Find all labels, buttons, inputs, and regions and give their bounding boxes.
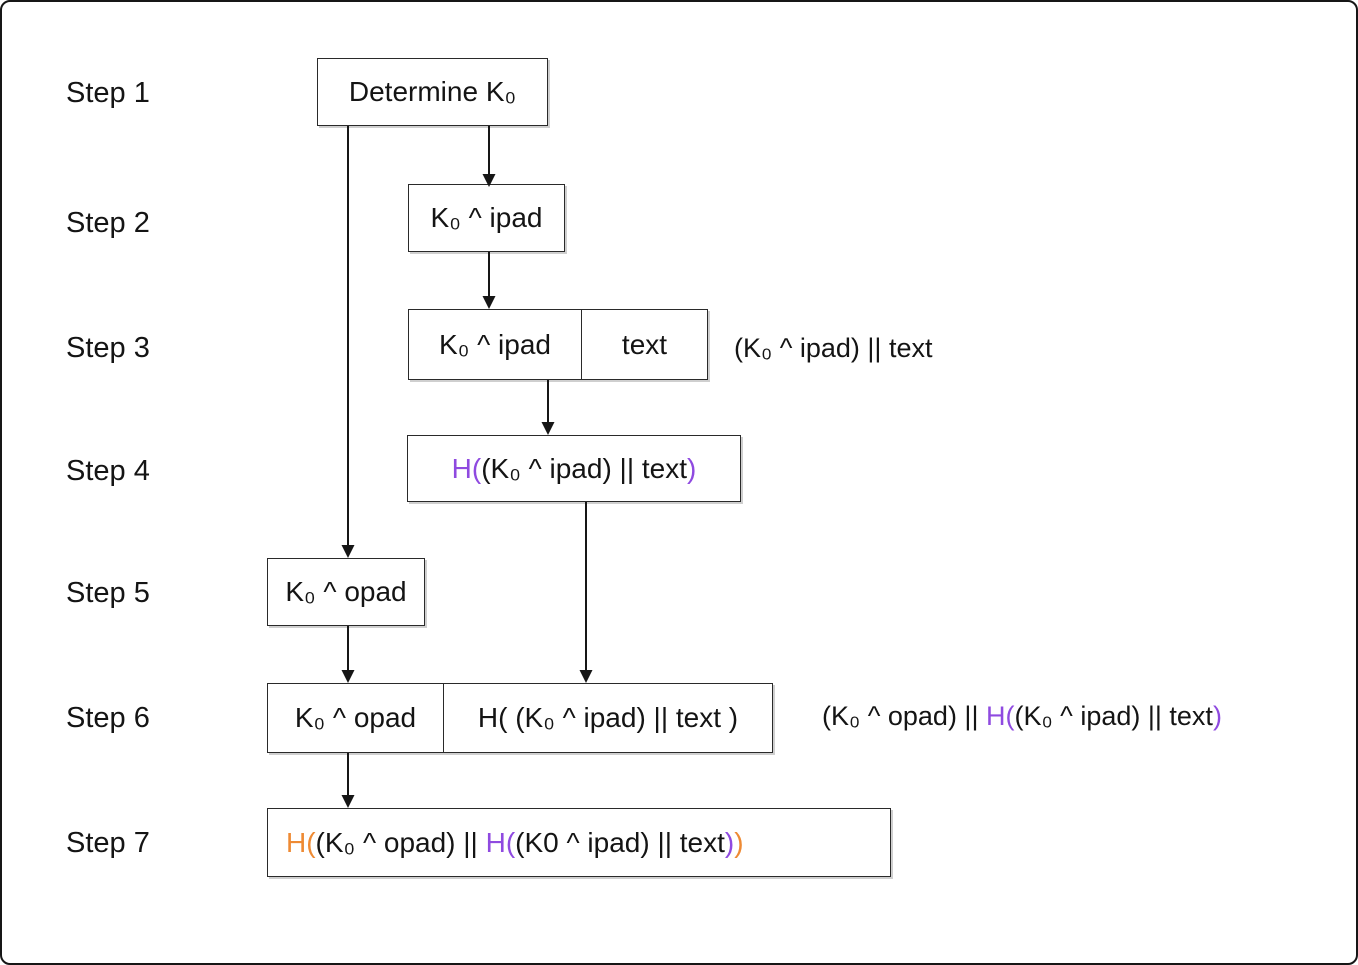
node-k0-xor-ipad: K₀ ^ ipad: [408, 184, 565, 252]
step-label-3: Step 3: [66, 332, 150, 364]
node-k0-xor-opad-label: K₀ ^ opad: [285, 576, 407, 607]
node-k0-ipad-concat-text: K₀ ^ ipad text: [408, 309, 708, 380]
node-hash-outer-label: H((K₀ ^ opad) || H((K0 ^ ipad) || text)): [286, 826, 744, 858]
cell-text-label: text: [621, 328, 668, 360]
annotation-step6-concat: (K₀ ^ opad) || H((K₀ ^ ipad) || text): [822, 701, 1222, 731]
cell-text: text: [581, 310, 707, 379]
step-label-4: Step 4: [66, 455, 150, 487]
step-label-6: Step 6: [66, 702, 150, 734]
node-determine-k0: Determine K₀: [317, 58, 548, 126]
step-label-7: Step 7: [66, 827, 150, 859]
step-label-5: Step 5: [66, 577, 150, 609]
node-k0-xor-opad: K₀ ^ opad: [267, 558, 425, 626]
cell-hash-inner-label: H( (K₀ ^ ipad) || text ): [477, 702, 739, 733]
cell-k0-xor-ipad-label: K₀ ^ ipad: [439, 328, 551, 360]
arrow-step3-to-step4: [541, 380, 555, 435]
arrow-step4-to-step6: [579, 502, 593, 683]
cell-k0-xor-opad-label: K₀ ^ opad: [294, 702, 417, 733]
annotation-step3-concat: (K₀ ^ ipad) || text: [734, 333, 933, 363]
cell-k0-xor-ipad: K₀ ^ ipad: [409, 310, 581, 379]
cell-hash-inner: H( (K₀ ^ ipad) || text ): [443, 684, 772, 752]
arrow-step1-to-step2: [482, 126, 496, 187]
step-label-2: Step 2: [66, 207, 150, 239]
arrow-step2-to-step3: [482, 252, 496, 309]
cell-k0-xor-opad: K₀ ^ opad: [268, 684, 443, 752]
arrow-step5-to-step6: [341, 626, 355, 683]
node-k0-opad-concat-hash: K₀ ^ opad H( (K₀ ^ ipad) || text ): [267, 683, 773, 753]
step-label-1: Step 1: [66, 77, 150, 109]
node-hash-inner-label: H((K₀ ^ ipad) || text): [451, 452, 697, 484]
node-k0-xor-ipad-label: K₀ ^ ipad: [430, 202, 543, 233]
node-hash-inner: H((K₀ ^ ipad) || text): [407, 435, 741, 502]
arrow-step6-to-step7: [341, 753, 355, 808]
node-hash-outer: H((K₀ ^ opad) || H((K0 ^ ipad) || text)): [267, 808, 891, 877]
arrow-step1-to-step5: [341, 126, 355, 558]
node-determine-k0-label: Determine K₀: [348, 76, 517, 107]
